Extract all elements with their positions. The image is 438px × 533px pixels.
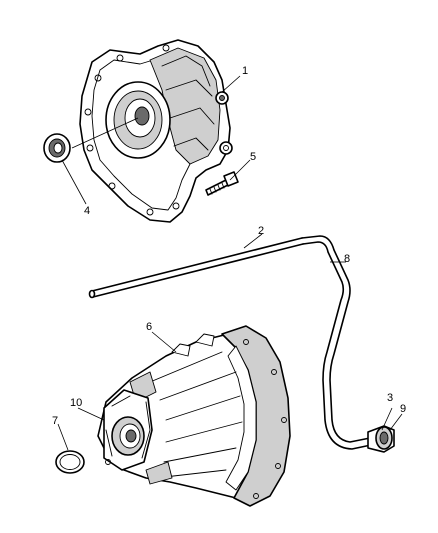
callout-9: 9 [400, 403, 406, 415]
bolt-part-5 [205, 171, 239, 196]
adapter-housing [79, 39, 233, 223]
callout-5: 5 [250, 151, 256, 163]
callout-6: 6 [146, 321, 152, 333]
callout-1: 1 [242, 65, 248, 77]
fitting-part-3-9 [367, 425, 395, 453]
callout-8: 8 [344, 253, 350, 265]
callout-labels: 1 2 3 4 5 6 7 8 9 10 [52, 65, 406, 427]
tube-part-8 [301, 235, 372, 450]
callout-4: 4 [84, 205, 90, 217]
seal-part-4 [43, 133, 71, 163]
ring-part-7 [55, 450, 85, 474]
callout-3: 3 [387, 392, 393, 404]
tube-part-2 [88, 237, 304, 299]
transmission-case [97, 325, 291, 507]
callout-10: 10 [70, 397, 82, 409]
callout-2: 2 [258, 225, 264, 237]
leader-lines [57, 75, 403, 451]
callout-7: 7 [52, 415, 58, 427]
